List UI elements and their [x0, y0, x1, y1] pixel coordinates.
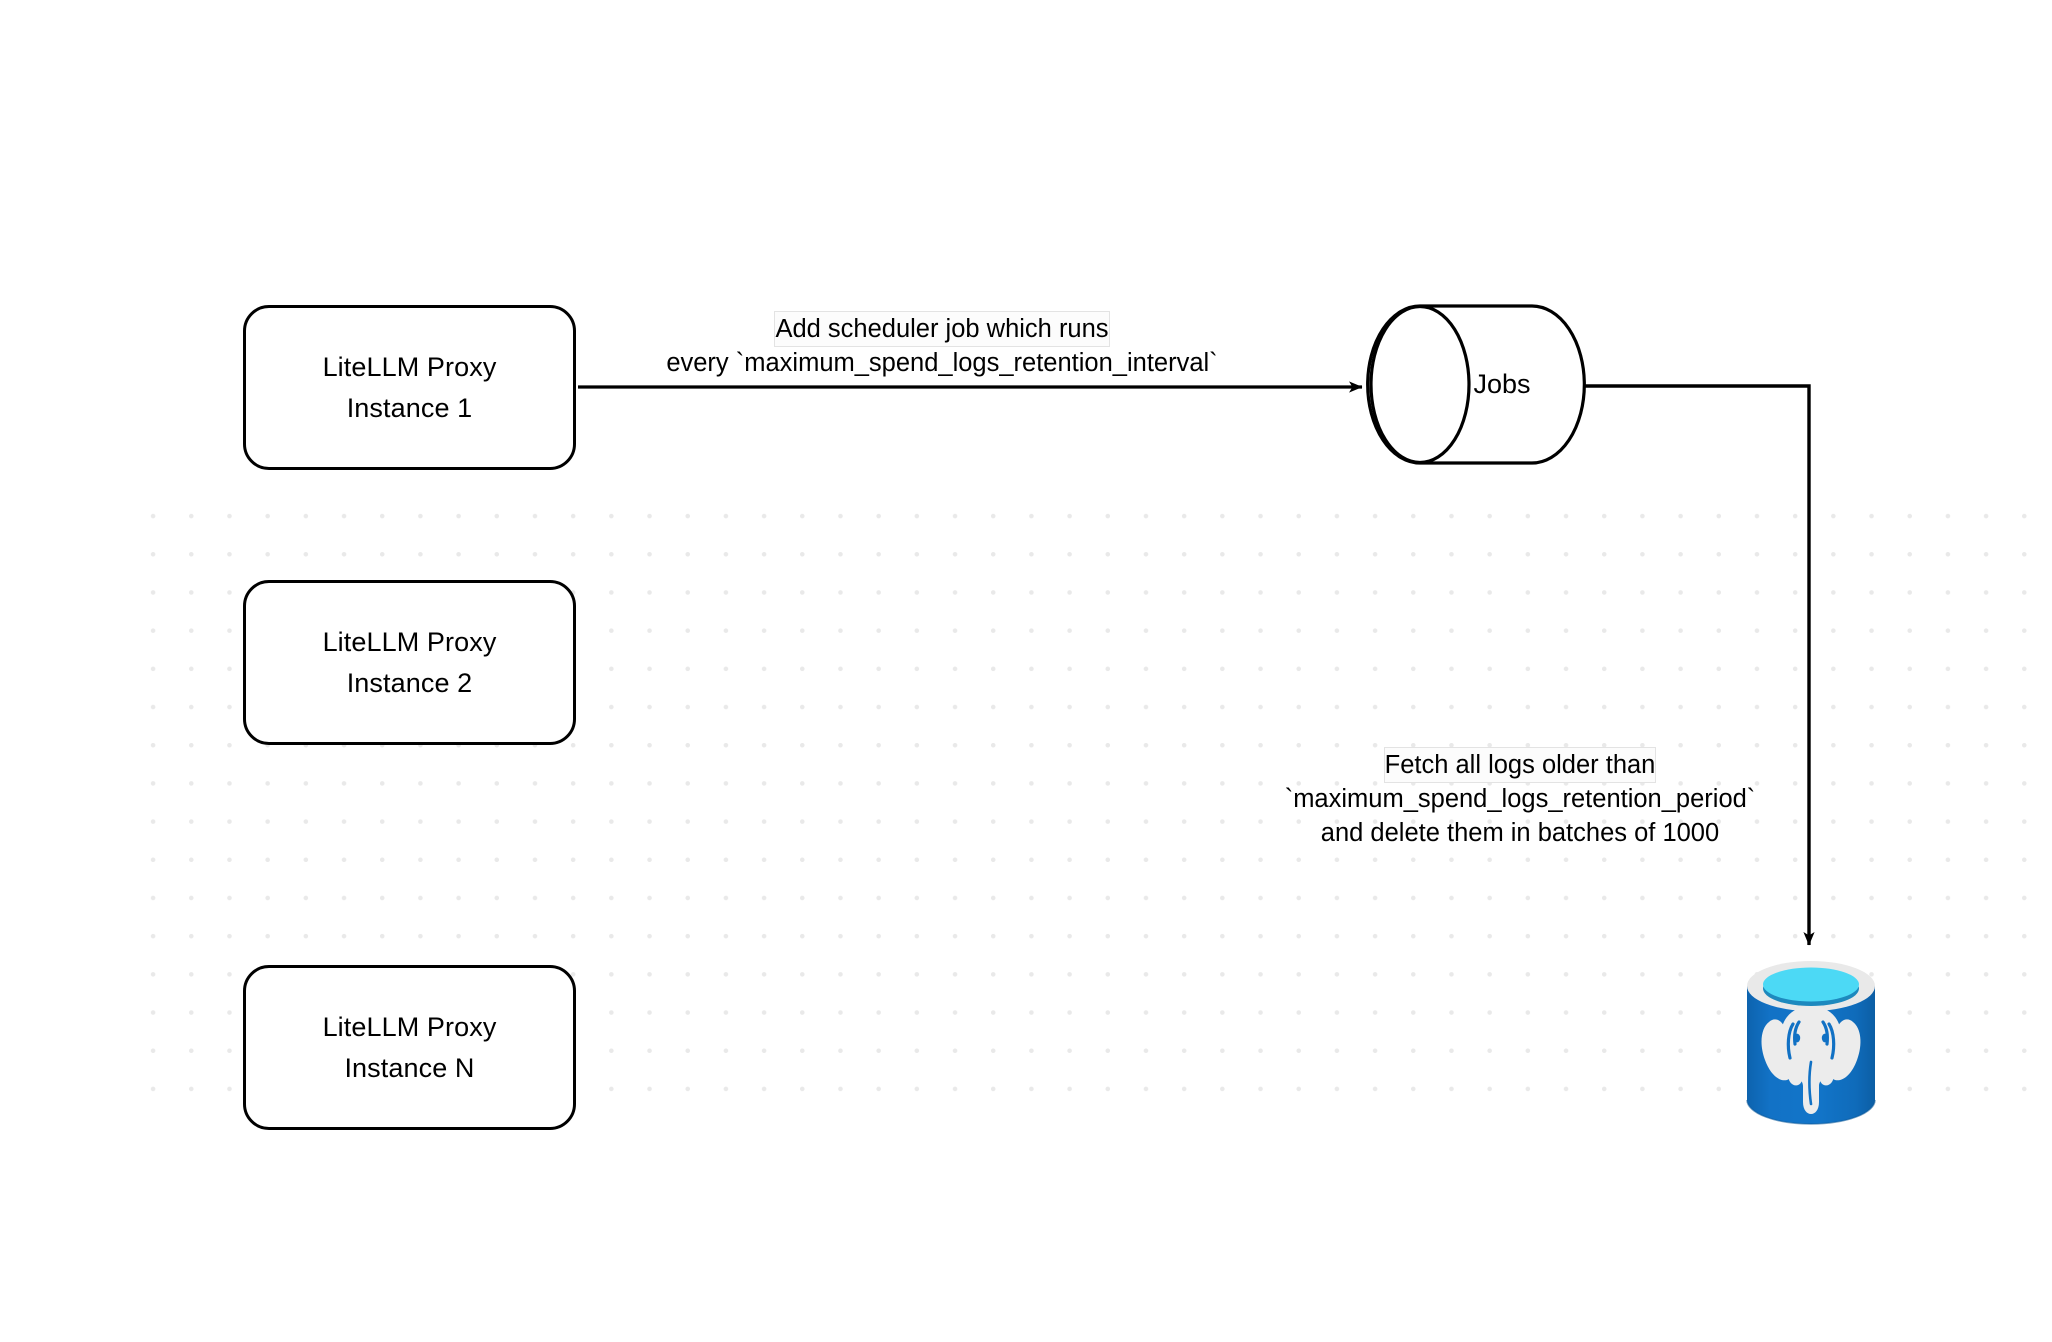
postgresql-database-icon [1746, 961, 1876, 1125]
node-label: Jobs [1473, 369, 1531, 399]
edge-label-line-2: every `maximum_spend_logs_retention_inte… [666, 349, 1218, 377]
node-jobs-cylinder[interactable]: Jobs [1366, 303, 1586, 466]
node-label: LiteLLM Proxy Instance 2 [322, 626, 497, 698]
edge-label-scheduler: Add scheduler job which runs every `maxi… [592, 312, 1292, 380]
node-postgres-database[interactable] [1741, 950, 1881, 1140]
node-label: LiteLLM Proxy Instance N [322, 1011, 497, 1083]
edge-label-line-1: Fetch all logs older than [1384, 748, 1656, 782]
cylinder-shape [1366, 304, 1586, 465]
edge-label-fetch-delete: Fetch all logs older than `maximum_spend… [1215, 748, 1825, 850]
node-litellm-proxy-instance-n[interactable]: LiteLLM Proxy Instance N [243, 965, 576, 1130]
edge-label-line-3: and delete them in batches of 1000 [1320, 819, 1720, 847]
edge-label-line-2: `maximum_spend_logs_retention_period` [1284, 785, 1756, 813]
node-litellm-proxy-instance-2[interactable]: LiteLLM Proxy Instance 2 [243, 580, 576, 745]
node-litellm-proxy-instance-1[interactable]: LiteLLM Proxy Instance 1 [243, 305, 576, 470]
edge-jobs-to-database [1584, 384, 1815, 946]
edge-label-line-1: Add scheduler job which runs [775, 312, 1109, 346]
node-label: LiteLLM Proxy Instance 1 [322, 351, 497, 423]
